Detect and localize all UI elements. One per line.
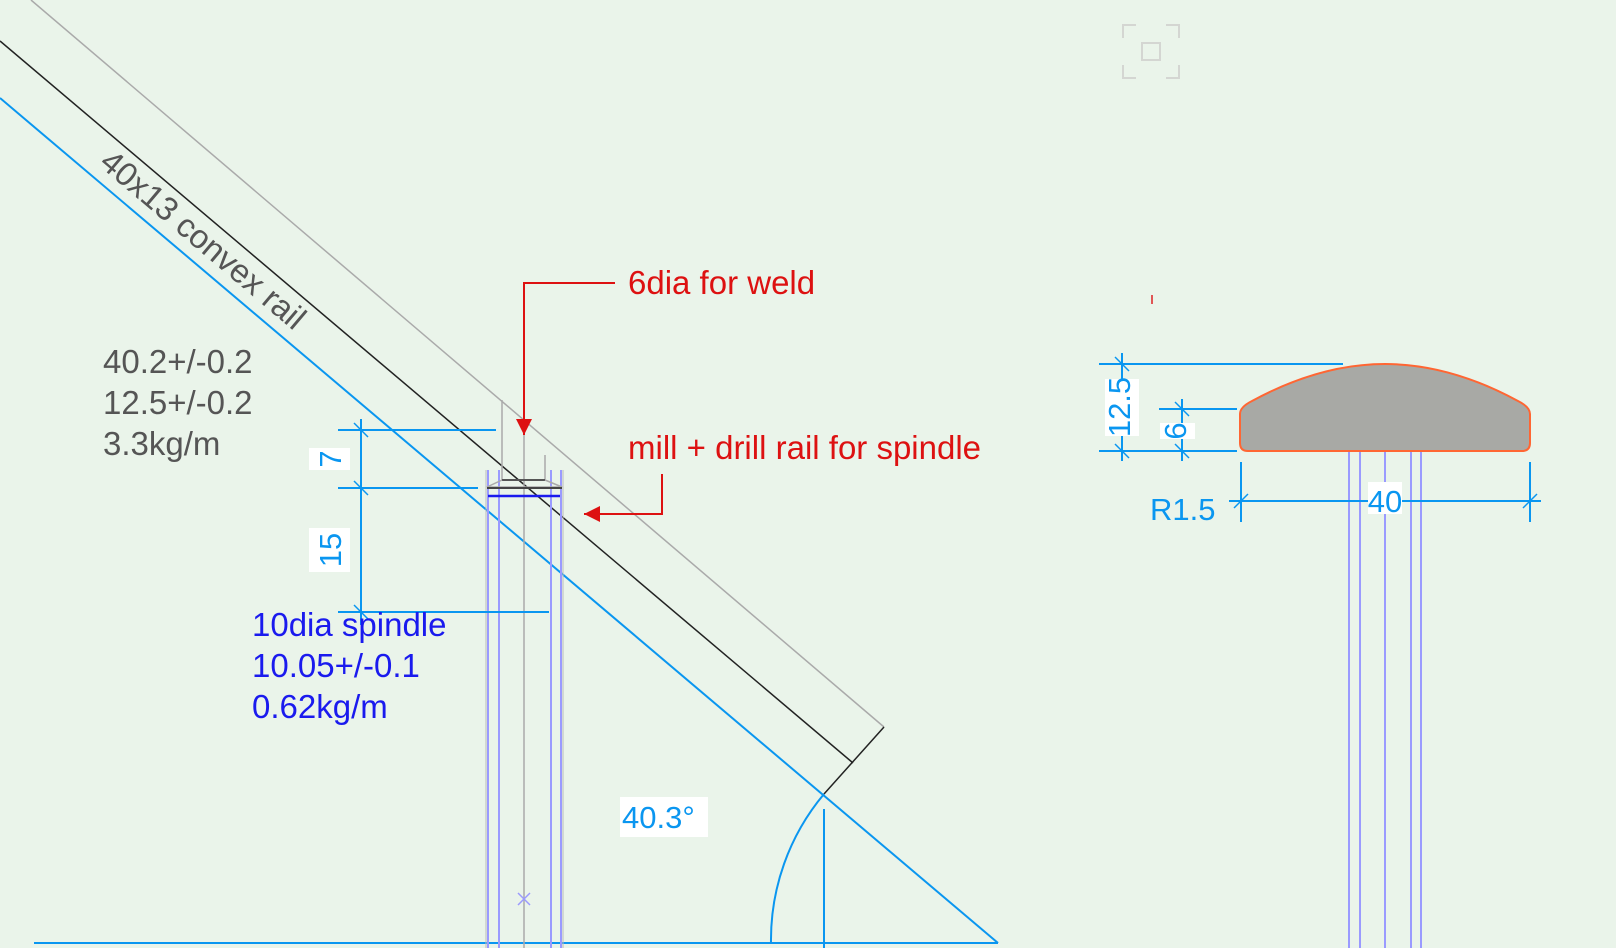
rail-spec-weight: 3.3kg/m — [103, 425, 220, 462]
radius-label: R1.5 — [1150, 492, 1215, 527]
callout-mill-text: mill + drill rail for spindle — [628, 429, 981, 466]
spindle-spec-dia: 10.05+/-0.1 — [252, 647, 420, 684]
spindle-spec-name: 10dia spindle — [252, 606, 447, 643]
angle-label: 40.3° — [622, 800, 695, 835]
center-mark-icon — [517, 892, 531, 906]
dim-width-label: 40 — [1368, 484, 1402, 519]
dim-side-label: 6 — [1158, 422, 1193, 439]
callout-mill: mill + drill rail for spindle — [584, 429, 981, 522]
section-view: 12.5 6 R1.5 40 — [1099, 353, 1541, 948]
rail-spec-height: 12.5+/-0.2 — [103, 384, 253, 421]
dim-height-label: 12.5 — [1102, 377, 1137, 437]
rail-spec-width: 40.2+/-0.2 — [103, 343, 253, 380]
dim-15-label: 15 — [313, 533, 348, 567]
rail-profile — [1239, 362, 1531, 452]
dim-7-label: 7 — [313, 450, 348, 467]
angle-arc — [769, 793, 825, 944]
snap-frame-icon[interactable] — [1122, 24, 1180, 79]
spindle-left — [485, 400, 564, 948]
dimension-left: 7 15 — [309, 419, 549, 625]
rail-label: 40x13 convex rail — [93, 142, 313, 336]
spindle-spec-weight: 0.62kg/m — [252, 688, 388, 725]
callout-weld: 6dia for weld — [516, 264, 815, 435]
callout-weld-text: 6dia for weld — [628, 264, 815, 301]
